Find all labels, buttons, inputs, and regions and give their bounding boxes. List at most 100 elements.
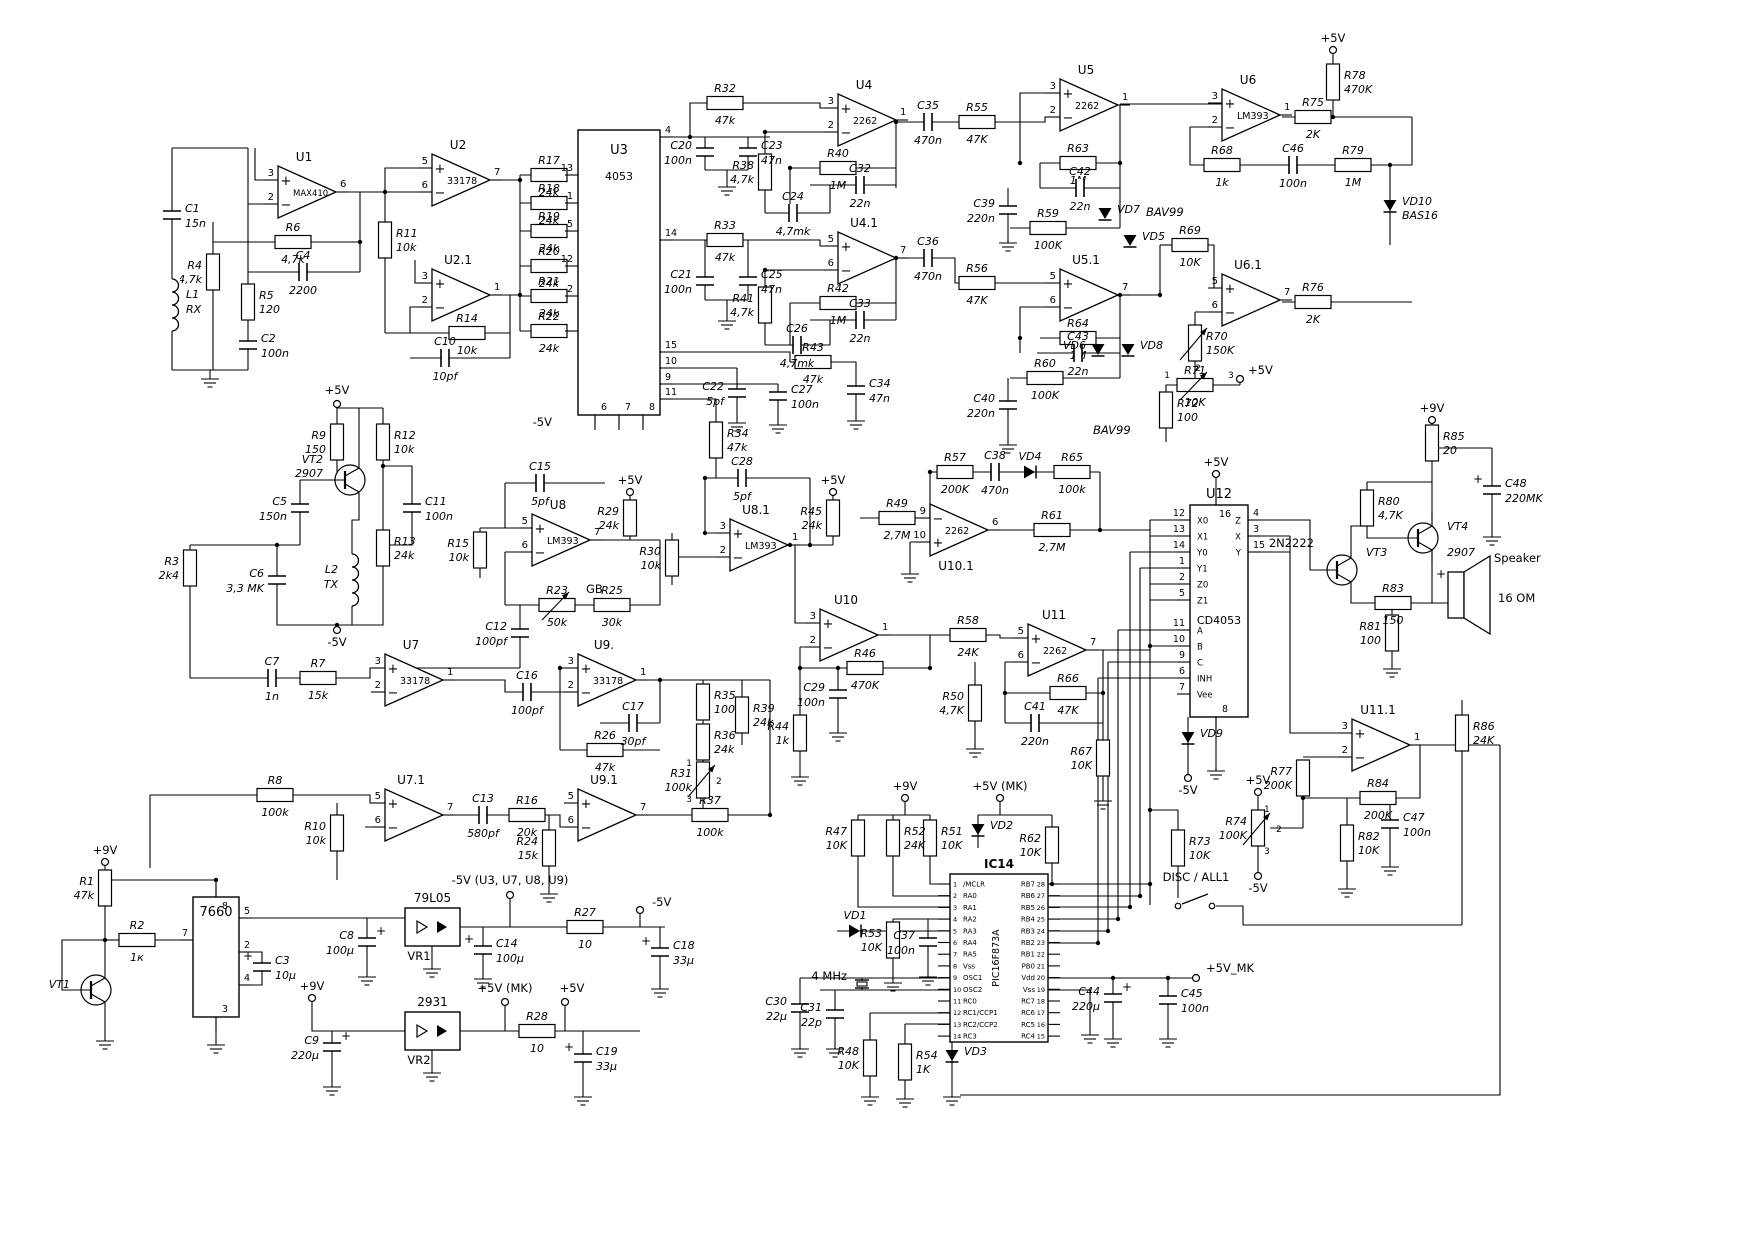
opamp-part: 33178 <box>593 676 623 687</box>
resistor-value: 10K <box>838 1059 860 1072</box>
input-sign: + <box>933 536 944 551</box>
pin-label: RC0 <box>963 998 977 1006</box>
input-sign: + <box>1063 87 1074 102</box>
opamp-id: U8.1 <box>742 503 770 517</box>
resistor-value: 10k <box>457 344 478 357</box>
disc-all-switch[interactable]: DISC / ALL1 <box>1163 870 1230 910</box>
resistor-id: R38 <box>732 159 754 172</box>
resistor-id: R68 <box>1211 144 1233 157</box>
opamp-id: U11.1 <box>1360 703 1396 717</box>
pin-number: 1 <box>900 107 906 118</box>
resistor-id: R62 <box>1019 832 1041 845</box>
resistor-value: 100k <box>261 806 289 819</box>
resistor-value: 2,7M <box>1039 541 1066 554</box>
resistor-value: 2,7M <box>884 529 911 542</box>
power-node: +5V (MK) <box>478 981 532 1007</box>
pin-number: 9 <box>1179 650 1185 661</box>
resistor-value: 47k <box>727 441 748 454</box>
capacitor-value: 4,7mk <box>776 225 811 238</box>
pin-label: RA0 <box>963 892 977 900</box>
pin-number: 7 <box>1284 287 1290 298</box>
pin-number: 6 <box>1018 650 1024 661</box>
resistor-value: 1k <box>1215 176 1229 189</box>
resistor-value: 100k <box>1058 483 1086 496</box>
polarity-plus: + <box>641 934 651 948</box>
pin-number: 5 <box>567 219 573 230</box>
capacitor-id: C42 <box>1069 165 1091 178</box>
pin-number: 2 <box>1212 115 1218 126</box>
pin-number: 15 <box>665 340 677 351</box>
text-label: 1 <box>686 759 692 769</box>
opamp-id: U4.1 <box>850 216 878 230</box>
pin-label: OSC1 <box>963 974 982 982</box>
resistor-id: R31 <box>670 767 692 780</box>
capacitor-id: C26 <box>786 322 808 335</box>
pin-label: OSC2 <box>963 986 982 994</box>
pin-number: 10 <box>953 986 961 994</box>
resistor-value: 1k <box>776 734 790 747</box>
input-sign: + <box>581 797 592 812</box>
resistor-id: R17 <box>538 154 560 167</box>
polarity-plus: + <box>376 924 386 938</box>
pin-number: 4 <box>665 125 671 136</box>
resistor-value: 100K <box>1031 389 1060 402</box>
input-sign: − <box>435 186 446 201</box>
pin-number: 5 <box>568 791 574 802</box>
resistor-value: 100 <box>714 703 735 716</box>
label: 3 <box>1264 847 1270 857</box>
resistor-value: 24k <box>539 342 560 355</box>
ic-id: U12 <box>1206 487 1232 502</box>
pin-number: 5 <box>244 906 250 917</box>
resistor-value: 47K <box>1057 704 1079 717</box>
capacitor-id: C31 <box>800 1001 822 1014</box>
input-sign: − <box>733 551 744 566</box>
opamp-id: U10.1 <box>938 559 974 573</box>
resistor-id: R13 <box>394 535 416 548</box>
transistor-label: 2907 <box>1447 546 1475 559</box>
pin-number: 13 <box>953 1021 961 1029</box>
diode-id: VD8 <box>1140 339 1163 352</box>
resistor-id: R69 <box>1179 224 1201 237</box>
resistor-id: R85 <box>1443 430 1465 443</box>
ic-U12: U12CD405316812X013X114Y01Y12Z05Z111A10B9… <box>1173 487 1265 730</box>
resistor-value: 2K <box>1306 313 1321 326</box>
opamp-id: U9.1 <box>590 773 618 787</box>
pin-label: X1 <box>1197 533 1208 543</box>
capacitor-value: 5pf <box>531 495 551 508</box>
capacitor-value: 220n <box>967 212 995 225</box>
resistor-value: 200K <box>941 483 970 496</box>
diode-VD4: VD4 <box>1019 450 1042 479</box>
resistor-value: 4,7k <box>730 173 754 186</box>
capacitor-id: C47 <box>1403 811 1425 824</box>
opamp-id: U8 <box>550 498 566 512</box>
power-node: -5V (U3, U7, U8, U9) <box>452 873 568 900</box>
input-sign: + <box>1031 632 1042 647</box>
regulator-id: VR1 <box>407 949 430 963</box>
pin-number: 17 <box>1037 1009 1045 1017</box>
